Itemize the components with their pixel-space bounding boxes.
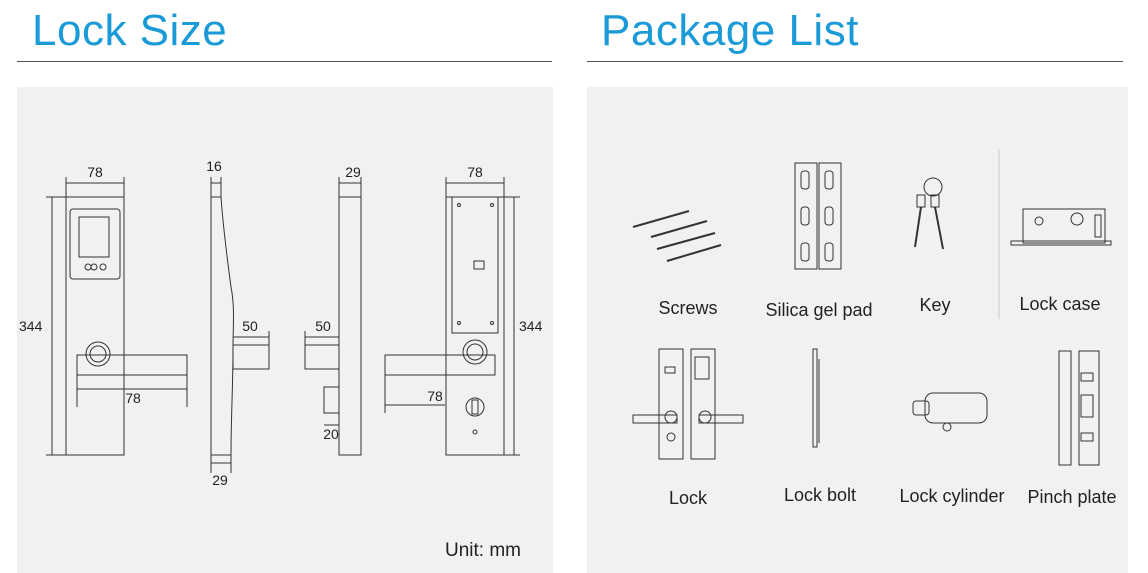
dim-side-base: 29 — [212, 472, 228, 488]
dim-front-handle: 78 — [125, 390, 141, 406]
lock-size-rule — [17, 61, 552, 62]
dim-side2-handle: 50 — [315, 318, 331, 334]
item-lock-case: Lock case — [1019, 294, 1101, 314]
back-handle — [384, 354, 496, 376]
front-handle — [76, 354, 188, 376]
side-handle-1 — [232, 344, 270, 370]
dim-back-width: 78 — [467, 164, 483, 180]
side-profile-2 — [338, 196, 362, 456]
dim-back-handle: 78 — [427, 388, 443, 404]
item-screws: Screws — [658, 298, 718, 318]
item-silica-gel-pad: Silica gel pad — [765, 300, 873, 320]
package-list-rule — [587, 61, 1123, 62]
item-key: Key — [919, 295, 951, 315]
lock-bolt-illustration — [812, 348, 820, 448]
lock-size-panel: 78 344 78 16 29 50 29 50 20 78 344 78 Un… — [17, 87, 553, 573]
lock-cylinder-illustration — [912, 392, 988, 432]
dim-front-height: 344 — [19, 318, 43, 334]
dim-back-height: 344 — [519, 318, 543, 334]
package-items-drawing — [632, 149, 1112, 466]
item-lock-cylinder: Lock cylinder — [899, 486, 1005, 506]
package-list-title: Package List — [601, 6, 859, 55]
screws-illustration — [632, 210, 722, 262]
dim-side-handle: 50 — [242, 318, 258, 334]
unit-label: Unit: mm — [445, 540, 521, 561]
dim-front-width: 78 — [87, 164, 103, 180]
silica-gel-pad-illustration — [794, 162, 842, 270]
package-list-panel: Screws Silica gel pad Key Lock case Lock… — [587, 87, 1128, 573]
side-profile-1 — [210, 196, 234, 456]
dim-side2-thickness: 29 — [345, 164, 361, 180]
pinch-plate-illustration — [1058, 350, 1100, 466]
dim-side-thickness: 16 — [206, 158, 222, 174]
lock-case-illustration — [1010, 208, 1112, 246]
item-pinch-plate: Pinch plate — [1027, 487, 1117, 507]
item-lock: Lock — [668, 488, 708, 508]
side-handle-2 — [304, 344, 340, 370]
key-illustration — [914, 177, 944, 250]
dim-side2-small: 20 — [323, 426, 339, 442]
front-plate — [65, 196, 125, 456]
item-lock-bolt: Lock bolt — [783, 485, 857, 505]
lock-size-title: Lock Size — [32, 6, 228, 55]
lock-dimension-drawing: 78 344 78 16 29 50 29 50 20 78 344 78 — [19, 158, 543, 488]
lock-illustration — [632, 348, 744, 460]
